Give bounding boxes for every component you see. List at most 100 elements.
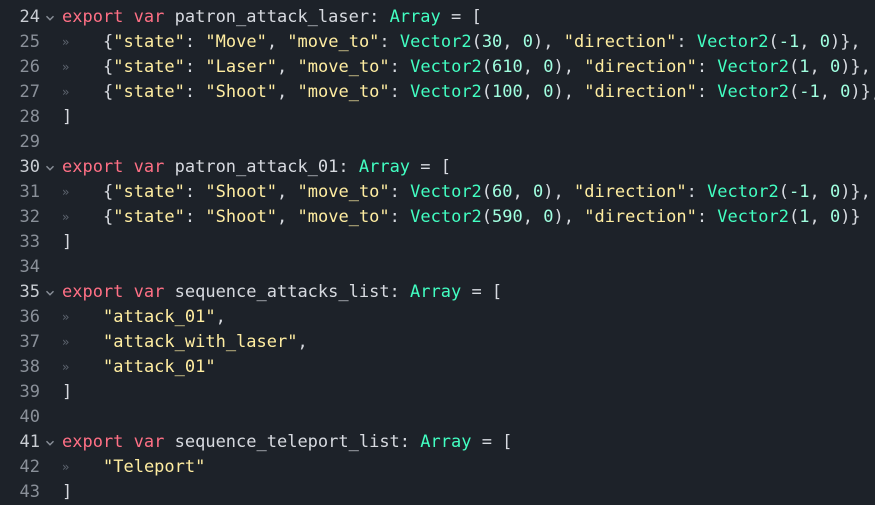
chevron-down-icon[interactable] <box>43 5 57 30</box>
code-line[interactable]: 26»{"state": "Laser", "move_to": Vector2… <box>0 55 875 80</box>
code-token: sequence_attacks_list: <box>164 282 411 302</box>
code-token: -1 <box>788 182 810 202</box>
code-token: Array <box>389 7 441 27</box>
line-number: 32 <box>19 207 40 227</box>
line-number: 39 <box>19 382 40 402</box>
code-token: 0 <box>543 207 554 227</box>
chevron-down-icon[interactable] <box>43 155 57 180</box>
code-token: ( <box>471 32 482 52</box>
line-number: 28 <box>19 107 40 127</box>
code-token: Array <box>358 157 411 177</box>
code-token: , <box>522 207 544 227</box>
code-token: , <box>277 57 298 77</box>
code-line[interactable]: 38»"attack_01" <box>0 355 875 380</box>
code-token: : <box>676 32 697 52</box>
code-token: Vector2 <box>410 82 482 102</box>
code-token: var <box>133 7 165 27</box>
code-token: ), <box>543 182 574 202</box>
code-text: "Teleport" <box>103 455 205 480</box>
code-line[interactable]: 31»{"state": "Shoot", "move_to": Vector2… <box>0 180 875 205</box>
code-token: "move_to" <box>297 57 390 77</box>
code-line[interactable]: 36»"attack_01", <box>0 305 875 330</box>
code-token: )}, <box>829 32 861 52</box>
line-number: 27 <box>19 82 40 102</box>
code-token: ( <box>788 207 800 227</box>
code-token: "attack_01" <box>103 357 216 377</box>
code-token: "Shoot" <box>205 182 278 202</box>
code-line[interactable]: 32»{"state": "Shoot", "move_to": Vector2… <box>0 205 875 230</box>
code-token: { <box>103 207 114 227</box>
line-number: 42 <box>19 457 40 477</box>
code-token: , <box>215 307 226 327</box>
code-token: )} <box>840 207 861 227</box>
code-token: , <box>809 207 830 227</box>
line-number: 24 <box>19 7 40 27</box>
tab-indent-marker: » <box>62 460 70 474</box>
code-token: = [ <box>410 157 451 177</box>
chevron-down-icon[interactable] <box>43 430 57 455</box>
code-token: : <box>696 207 718 227</box>
line-number: 41 <box>19 432 40 452</box>
code-token: , <box>512 182 534 202</box>
code-token: "move_to" <box>297 207 390 227</box>
code-text: ] <box>62 480 72 505</box>
code-token: 30 <box>481 32 503 52</box>
code-token: "direction" <box>584 82 697 102</box>
chevron-down-icon[interactable] <box>43 280 57 305</box>
code-token: = [ <box>461 282 503 302</box>
line-number: 40 <box>19 407 40 427</box>
code-token: "direction" <box>573 182 687 202</box>
code-token: "state" <box>113 207 185 227</box>
code-token: ( <box>481 182 493 202</box>
code-token: { <box>103 32 114 52</box>
code-token: export <box>62 7 124 27</box>
code-token: Vector2 <box>717 207 789 227</box>
code-token: Vector2 <box>410 182 482 202</box>
tab-indent-marker: » <box>62 60 70 74</box>
code-line[interactable]: 34 <box>0 255 875 280</box>
code-line[interactable]: 25»{"state": "Move", "move_to": Vector2(… <box>0 30 875 55</box>
code-token: export <box>62 282 124 302</box>
code-token: : <box>379 32 400 52</box>
code-line[interactable]: 40 <box>0 405 875 430</box>
code-token: ), <box>553 57 585 77</box>
code-line[interactable]: 27»{"state": "Shoot", "move_to": Vector2… <box>0 80 875 105</box>
code-line[interactable]: 39] <box>0 380 875 405</box>
code-line[interactable]: 29 <box>0 130 875 155</box>
line-number: 26 <box>19 57 40 77</box>
code-token: "direction" <box>584 57 697 77</box>
code-token: , <box>799 32 820 52</box>
code-line[interactable]: 33] <box>0 230 875 255</box>
code-token: ( <box>481 57 493 77</box>
code-token: : <box>389 57 411 77</box>
tab-indent-marker: » <box>62 35 70 49</box>
code-token <box>123 432 133 452</box>
code-token: 0 <box>829 207 841 227</box>
code-token <box>123 157 133 177</box>
code-token: 0 <box>533 182 544 202</box>
code-token: "direction" <box>584 207 697 227</box>
code-token: : <box>184 207 206 227</box>
code-token: Vector2 <box>717 57 789 77</box>
code-token: 0 <box>522 32 534 52</box>
code-line[interactable]: 28] <box>0 105 875 130</box>
code-token: "state" <box>113 57 185 77</box>
line-number: 29 <box>19 132 40 152</box>
code-text: ] <box>62 105 72 130</box>
code-token: Vector2 <box>410 57 482 77</box>
code-line[interactable]: 37»"attack_with_laser", <box>0 330 875 355</box>
line-number: 25 <box>19 32 40 52</box>
code-line[interactable]: 42 » "Teleport" <box>0 455 875 480</box>
tab-indent-marker: » <box>62 360 70 374</box>
code-token: : <box>696 82 718 102</box>
tab-indent-marker: » <box>62 185 70 199</box>
line-number: 37 <box>19 332 40 352</box>
code-line[interactable]: 43] <box>0 480 875 505</box>
code-token: "direction" <box>563 32 677 52</box>
code-text: ] <box>62 230 72 255</box>
